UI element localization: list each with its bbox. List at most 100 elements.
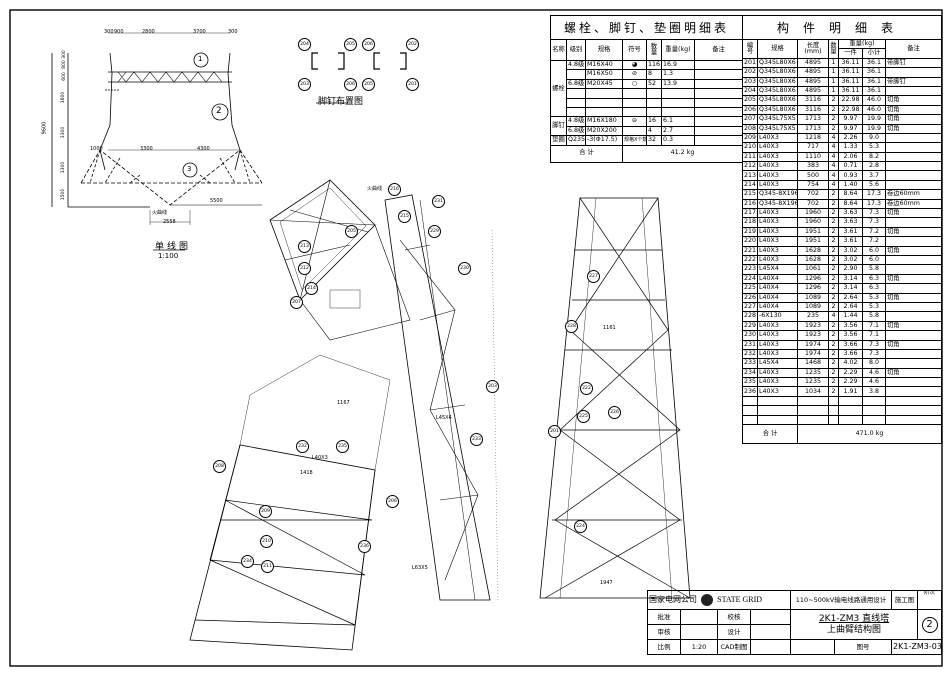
part-qty: 2 — [828, 273, 839, 285]
stage: 施工图 — [891, 590, 919, 610]
single-line-dim-900: 900 — [114, 29, 124, 35]
part-weight-each: 36.11 — [838, 67, 863, 78]
part-label: 232 — [296, 440, 309, 453]
part-label: 229 — [428, 225, 441, 238]
part-weight-each: 8.64 — [838, 189, 863, 200]
bolt-spec: M20X200 — [585, 125, 623, 137]
part-weight-subtotal: 8.0 — [862, 358, 886, 369]
part-qty: 4 — [828, 151, 839, 163]
part-length: 1974 — [797, 339, 829, 350]
part-no: 211 — [742, 151, 758, 163]
part-weight-subtotal: 9.0 — [862, 132, 886, 144]
part-spec: L40X3 — [757, 161, 798, 172]
part-weight-subtotal: 19.9 — [862, 114, 886, 125]
bolt-qty: 52 — [646, 78, 662, 90]
part-remark: 卷边60mm — [885, 198, 942, 210]
drawing-note: 1167 — [337, 400, 350, 406]
col-header-subtotal: 小计 — [862, 48, 886, 59]
bolt-qty: 116 — [646, 59, 662, 71]
part-length: 1923 — [797, 320, 829, 332]
part-weight-each: 2.64 — [838, 301, 863, 313]
part-length: 702 — [797, 189, 829, 200]
drawing-note: L45X4 — [436, 415, 452, 421]
part-weight-each: 2.26 — [838, 132, 863, 144]
part-qty: 2 — [828, 339, 839, 350]
part-spec: L40X3 — [757, 386, 798, 397]
part-length: 1713 — [797, 114, 829, 125]
part-spec: L40X3 — [757, 254, 798, 266]
part-spec: Q345L80X6 — [757, 104, 798, 116]
step-bolt-label: 206 — [344, 78, 357, 91]
drawing-note: 1161 — [603, 325, 616, 331]
part-qty: 1 — [828, 76, 839, 87]
part-weight-each: 3.56 — [838, 330, 863, 341]
scale-value: 1:20 — [680, 639, 718, 655]
part-remark — [885, 170, 942, 181]
single-line-dim-bottom: 5500 — [210, 198, 223, 204]
bolt-table-row — [551, 97, 743, 108]
part-label: 222 — [580, 382, 593, 395]
part-no: 213 — [742, 170, 758, 181]
part-qty: 2 — [828, 358, 839, 369]
company-name: 国家电网公司 — [649, 595, 697, 604]
part-spec: Q345L75X5 — [757, 123, 798, 134]
bolt-group-label: 螺栓 — [550, 59, 567, 118]
bolt-total-value: 41.2 kg — [622, 144, 743, 163]
part-remark — [885, 301, 942, 313]
part-spec: L40X3 — [757, 179, 798, 191]
part-remark: 切角 — [885, 95, 942, 106]
part-length: 702 — [797, 198, 829, 210]
step-bolt-layout-title: 脚钉布置图 — [318, 97, 364, 107]
single-line-dim-base: 2558 — [163, 219, 176, 225]
part-length: 235 — [797, 311, 829, 322]
single-line-scale: 1:100 — [158, 252, 179, 260]
part-spec: Q345L80X6 — [757, 95, 798, 106]
part-weight-subtotal: 46.0 — [862, 104, 886, 116]
step-bolt-label: 202 — [406, 38, 419, 51]
part-spec: L40X3 — [757, 217, 798, 228]
drawing-note: L40X3 — [312, 455, 328, 461]
part-qty: 2 — [828, 226, 839, 238]
bolt-weight: 2.7 — [661, 125, 695, 137]
part-length: 1296 — [797, 283, 829, 294]
part-weight-each: 36.11 — [838, 85, 863, 97]
part-weight-each: 3.61 — [838, 226, 863, 238]
part-remark: 切角 — [885, 339, 942, 350]
part-no: 219 — [742, 226, 758, 238]
drawing-note: 1418 — [300, 470, 313, 476]
part-remark — [885, 283, 942, 294]
part-length: 1960 — [797, 217, 829, 228]
part-no: 203 — [742, 76, 758, 87]
part-length: 1468 — [797, 358, 829, 369]
part-spec: L40X3 — [757, 170, 798, 181]
part-weight-subtotal: 5.3 — [862, 301, 886, 313]
part-remark — [885, 67, 942, 78]
part-label: 211 — [261, 560, 274, 573]
single-line-dim-2800: 2800 — [142, 29, 155, 35]
part-length: 1923 — [797, 330, 829, 341]
single-line-total-height: 9600 — [41, 121, 48, 135]
part-remark: 切角 — [885, 367, 942, 379]
single-line-title: 单线图 — [155, 242, 192, 252]
part-weight-subtotal: 5.6 — [862, 179, 886, 191]
part-no: 205 — [742, 95, 758, 106]
step-bolt-label: 204 — [298, 38, 311, 51]
parts-table-title: 构件明细表 — [742, 15, 942, 40]
bolt-col-header: 名称 — [550, 39, 567, 61]
drawing-no: 2K1-ZM3-03 — [891, 639, 942, 655]
single-line-dim-left-2: 800 — [61, 60, 67, 69]
part-remark: 切角 — [885, 273, 942, 285]
col-header-remark: 备注 — [885, 39, 942, 59]
part-spec: L40X3 — [757, 377, 798, 388]
part-remark: 切角 — [885, 320, 942, 332]
part-no: 233 — [742, 358, 758, 369]
drawing-note: 1947 — [600, 580, 613, 586]
single-line-dim-300a: 300 — [104, 29, 114, 35]
